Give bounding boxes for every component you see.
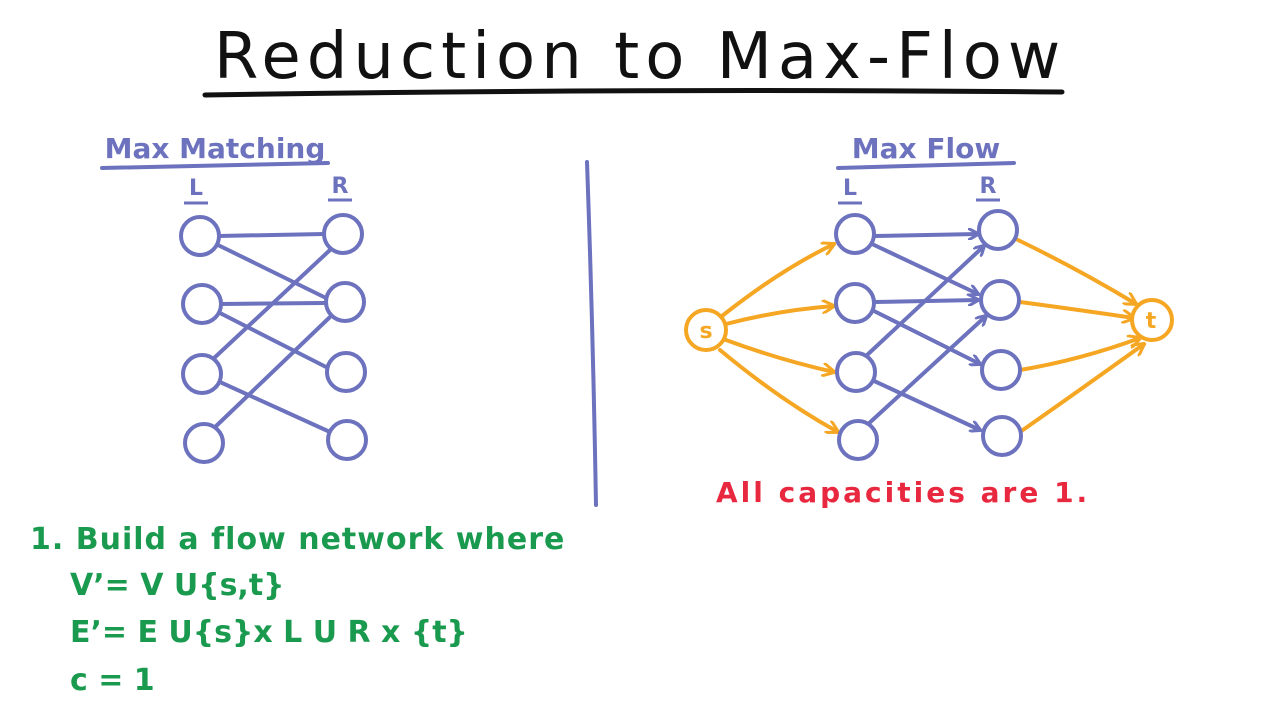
flow-left-column-label: L [843,176,857,201]
max-flow-panel: Max Flow L R s t [684,132,1174,509]
matching-edge [216,243,328,300]
source-edge [718,348,838,432]
left-node [181,353,223,395]
right-node [325,351,367,393]
right-column-label: R [332,174,349,199]
matching-edge [218,380,332,434]
flow-right-node [981,415,1023,457]
max-matching-heading: Max Matching [105,132,326,165]
flow-left-node [837,419,879,461]
flow-edge [870,242,978,294]
flow-edge [864,246,984,358]
sink-node [1130,298,1174,342]
flow-left-node [834,282,876,324]
right-node [324,281,366,323]
matching-edge [216,232,326,238]
matching-edge [216,310,330,370]
step-line-2: V’= V U{s,t} [70,568,285,603]
flow-right-node [977,209,1019,251]
source-label: s [699,319,712,344]
matching-edge [210,315,332,432]
matching-edge [210,248,332,362]
flow-edge [864,316,986,428]
left-node [183,422,225,464]
step-line-3: E’= E U{s}x L U R x {t} [70,615,468,650]
sink-edge [1018,344,1144,434]
source-node [684,308,728,352]
left-node [181,283,223,325]
left-node [179,215,221,257]
sink-edge [1018,300,1134,318]
source-edge [724,338,834,372]
max-flow-heading: Max Flow [852,132,1000,165]
max-matching-underline [100,161,330,170]
title-underline [202,88,1065,98]
flow-left-node [834,213,876,255]
right-node [326,419,368,461]
flow-edge [870,378,980,430]
flow-right-node [980,349,1022,391]
flow-left-node [835,351,877,393]
source-edge [724,306,834,326]
right-node [322,213,364,255]
panel-divider [585,160,598,507]
max-matching-panel: Max Matching L R [100,132,368,464]
sink-edge [1016,238,1136,304]
sink-edge [1018,338,1140,372]
max-flow-underline [836,161,1016,170]
steps-block: 1. Build a flow network where V’= V U{s,… [30,522,565,698]
capacities-note: All capacities are 1. [716,476,1090,509]
flow-edge [872,234,978,236]
left-column-label: L [189,176,203,201]
source-edge [720,244,834,318]
flow-edge [870,308,980,364]
sink-label: t [1146,309,1157,334]
step-line-1: 1. Build a flow network where [30,522,565,557]
step-line-4: c = 1 [70,663,155,698]
page-title: Reduction to Max-Flow [214,20,1066,94]
flow-right-column-label: R [980,174,997,199]
flow-right-node [979,279,1021,321]
